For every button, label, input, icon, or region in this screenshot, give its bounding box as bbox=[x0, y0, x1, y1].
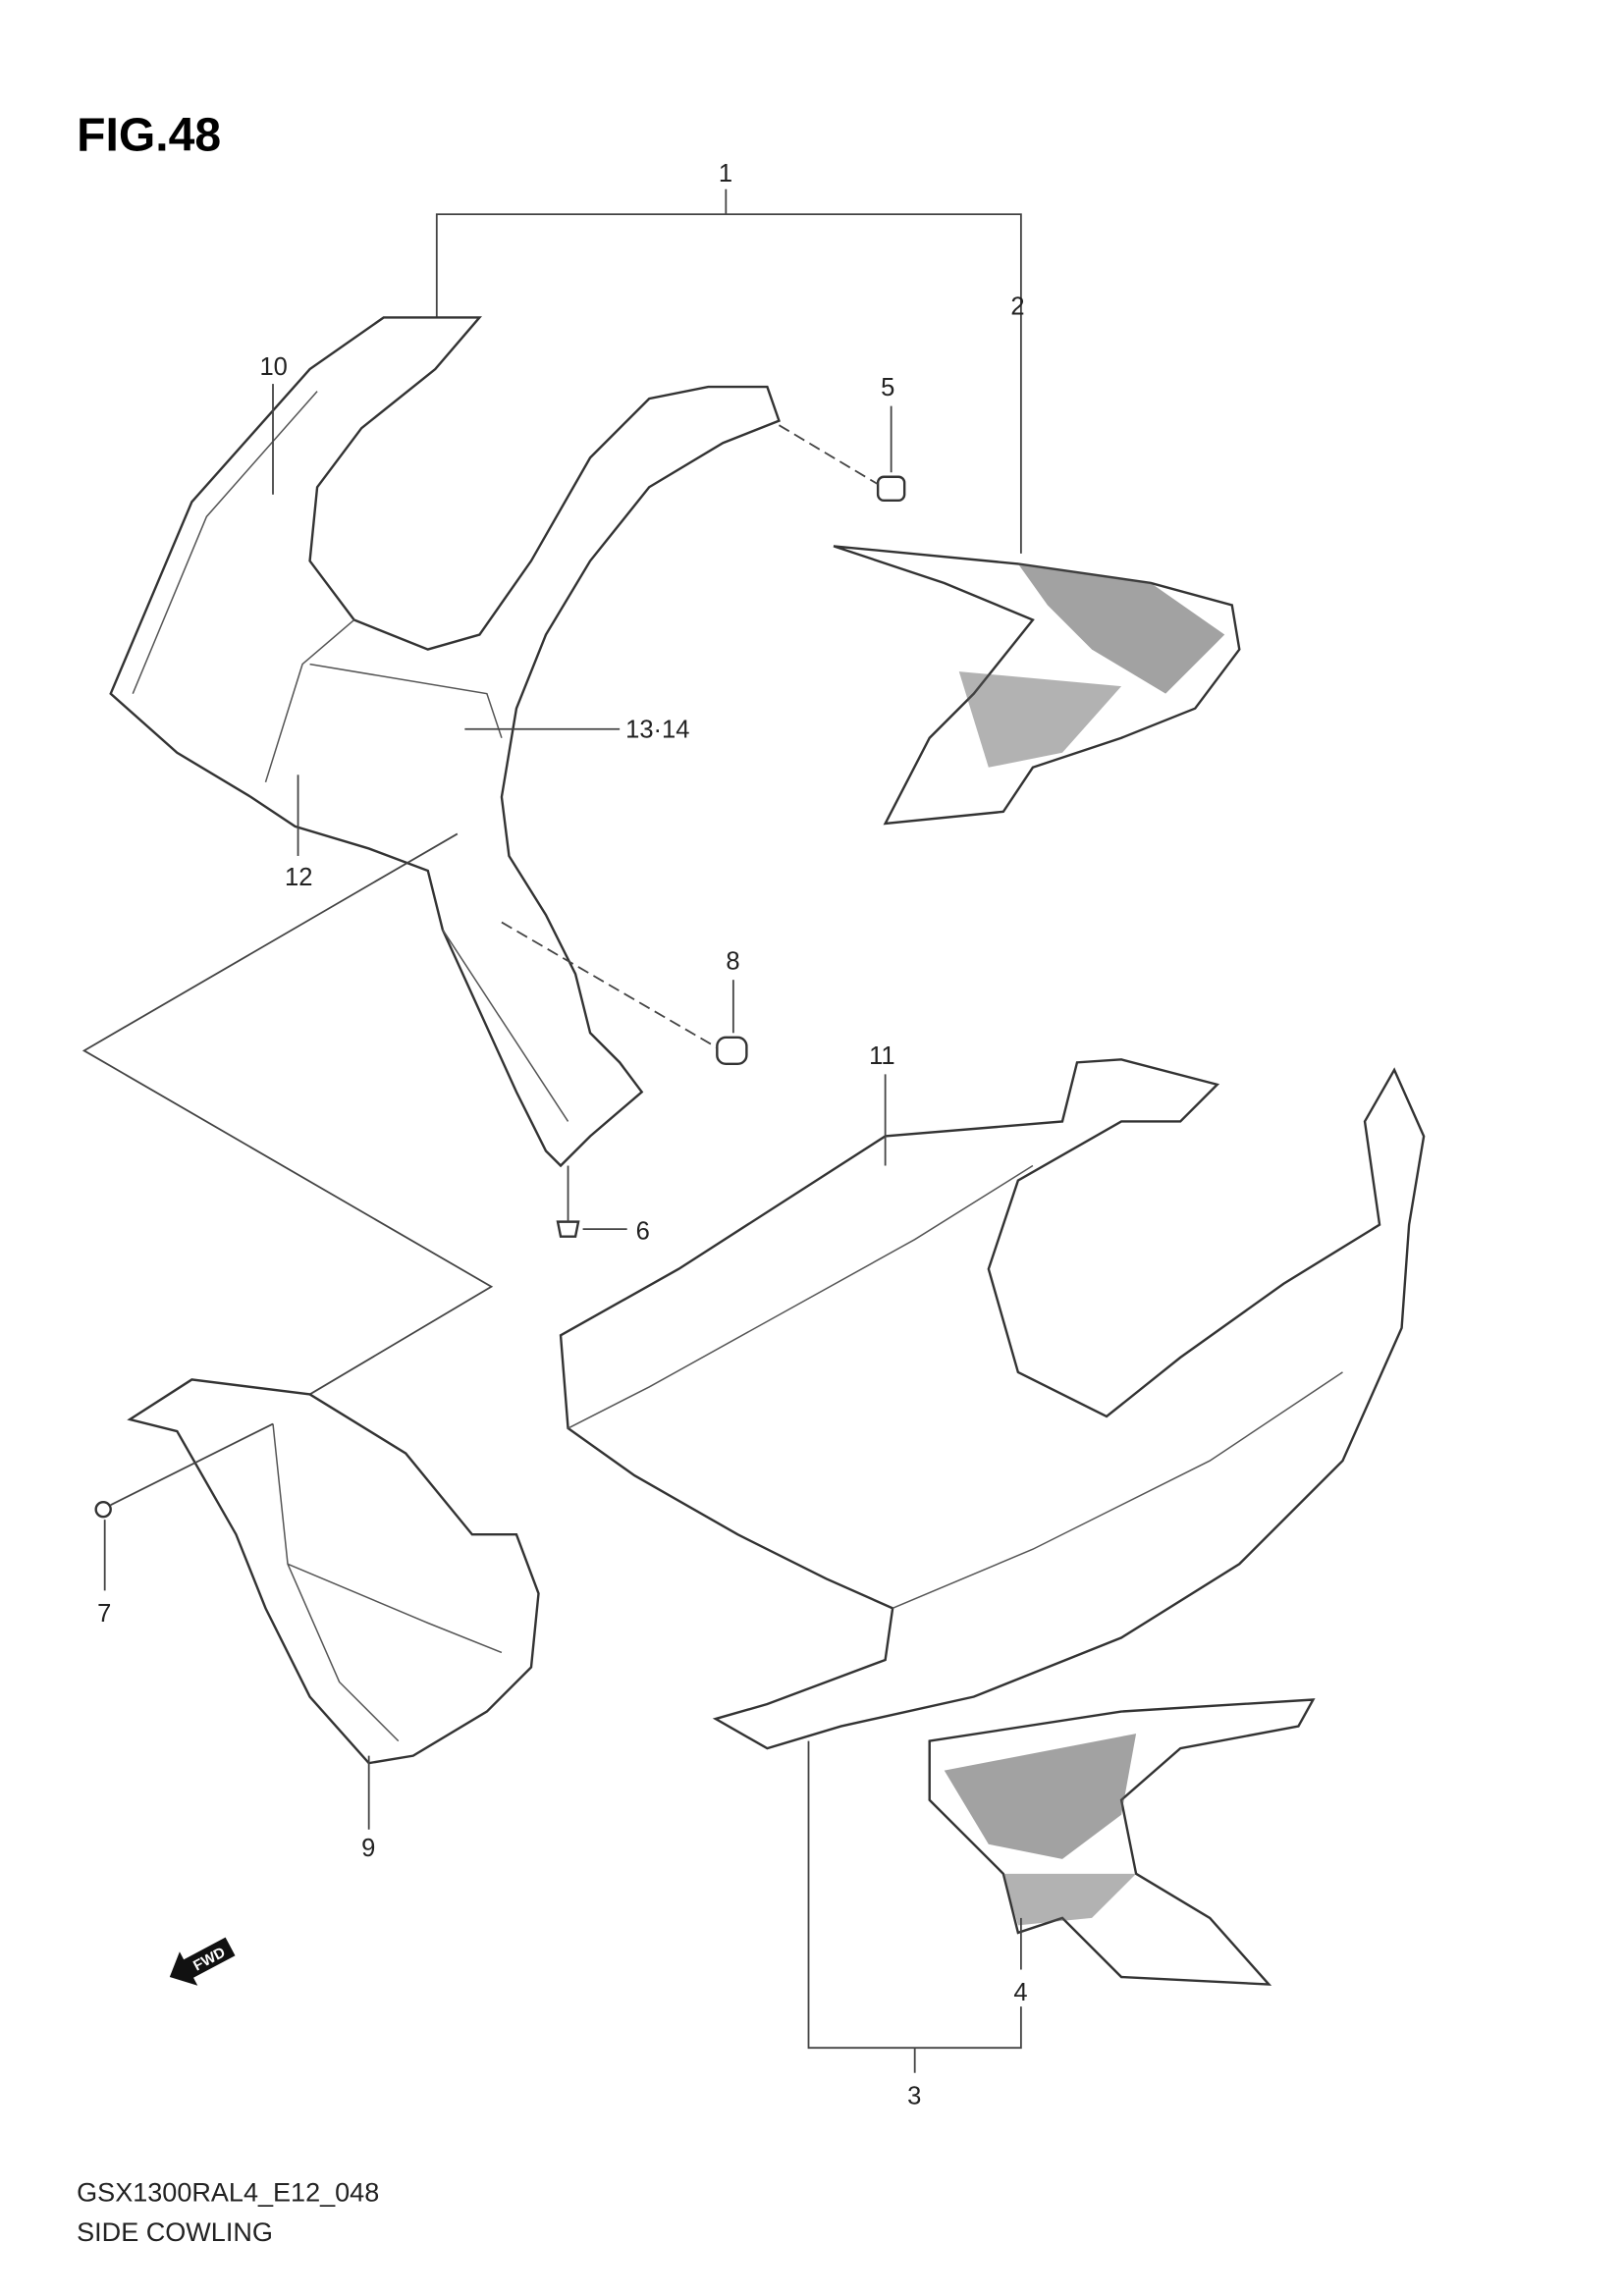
bracket-1 bbox=[435, 213, 1022, 554]
callout-6: 6 bbox=[636, 1218, 650, 1246]
part-nut-5 bbox=[876, 475, 906, 503]
model-code: GSX1300RAL4_E12_048 bbox=[77, 2177, 379, 2207]
callout-1: 1 bbox=[719, 160, 732, 187]
callout-12: 12 bbox=[285, 864, 312, 891]
part-grommet-8 bbox=[716, 1036, 748, 1066]
callout-4: 4 bbox=[1013, 1979, 1027, 2006]
part-screw-7 bbox=[94, 1500, 112, 1519]
part-upper-decal bbox=[833, 545, 1241, 826]
part-lower-decal bbox=[928, 1698, 1316, 1986]
callout-11: 11 bbox=[869, 1042, 895, 1070]
callout-7: 7 bbox=[97, 1600, 111, 1628]
part-bolt-6 bbox=[556, 1220, 580, 1238]
callout-5: 5 bbox=[881, 374, 894, 401]
part-upper-side-cowling bbox=[109, 316, 781, 1168]
callout-13-14: 13·14 bbox=[625, 717, 689, 744]
fwd-label: FWD bbox=[190, 1944, 228, 1974]
callout-9: 9 bbox=[361, 1835, 375, 1862]
part-lower-side-cowling bbox=[559, 1058, 1426, 1750]
figure-title: FIG.48 bbox=[77, 109, 221, 162]
part-inner-panel-9 bbox=[127, 1378, 540, 1765]
forward-arrow-icon: FWD bbox=[169, 1937, 236, 1986]
callout-2: 2 bbox=[1010, 293, 1024, 320]
callout-8: 8 bbox=[726, 948, 739, 976]
callout-10: 10 bbox=[259, 353, 287, 381]
callout-3: 3 bbox=[907, 2082, 921, 2109]
figure-caption: SIDE COWLING bbox=[77, 2217, 273, 2247]
